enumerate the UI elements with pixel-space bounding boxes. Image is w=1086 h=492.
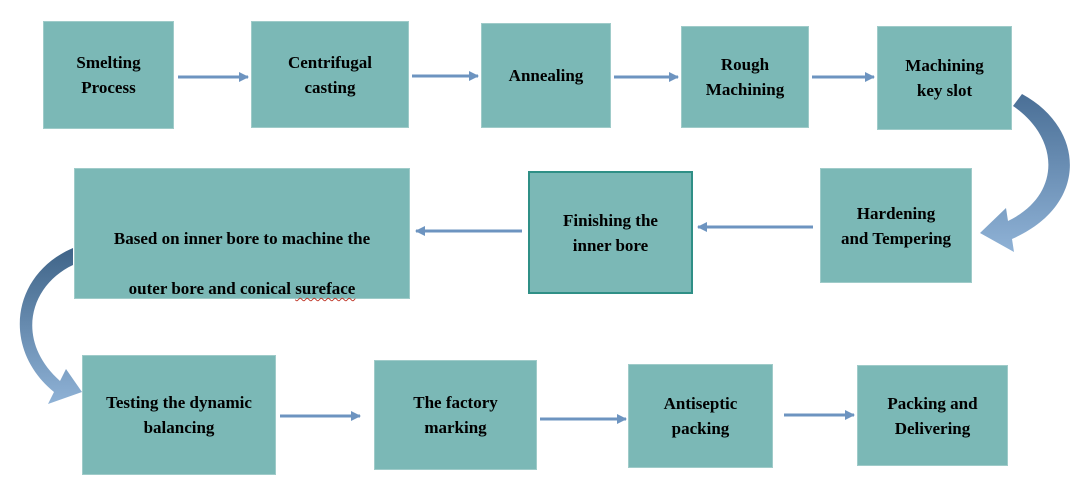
- step-antiseptic-packing-label: Antiseptic packing: [663, 394, 738, 438]
- outer-bore-line-2: outer bore and conical sureface: [114, 276, 370, 301]
- outer-bore-line-2-misspelled-word: sureface: [295, 279, 356, 298]
- step-machining-key-slot-label: Machining key slot: [905, 56, 984, 100]
- step-factory-marking-label: The factory marking: [413, 393, 498, 437]
- step-annealing-label: Annealing: [508, 66, 584, 85]
- step-factory-marking: The factory marking: [374, 360, 537, 470]
- step-centrifugal-casting-label: Centrifugal casting: [287, 52, 373, 97]
- step-finishing-inner-bore-label: Finishing the inner bore: [563, 210, 658, 255]
- step-antiseptic-packing: Antiseptic packing: [628, 364, 773, 468]
- outer-bore-line-2-prefix: outer bore and conical: [128, 279, 296, 298]
- step-packing-delivering: Packing and Delivering: [857, 365, 1008, 466]
- step-smelting-process: Smelting Process: [43, 21, 174, 129]
- step-rough-machining-label: Rough Machining: [705, 55, 785, 99]
- step-hardening-tempering-label: Hardening and Tempering: [840, 203, 952, 248]
- step-hardening-tempering: Hardening and Tempering: [820, 168, 972, 283]
- step-packing-delivering-label: Packing and Delivering: [887, 393, 978, 438]
- step-centrifugal-casting: Centrifugal casting: [251, 21, 409, 128]
- step-rough-machining: Rough Machining: [681, 26, 809, 128]
- step-outer-bore-machining-label: Based on inner bore to machine the outer…: [114, 201, 370, 326]
- curved-arrow-keyslot-to-hardening: [980, 94, 1070, 252]
- step-finishing-inner-bore: Finishing the inner bore: [528, 171, 693, 294]
- step-machining-key-slot: Machining key slot: [877, 26, 1012, 130]
- step-testing-dynamic-balancing: Testing the dynamic balancing: [82, 355, 276, 475]
- step-annealing: Annealing: [481, 23, 611, 128]
- step-testing-dynamic-balancing-label: Testing the dynamic balancing: [106, 393, 252, 437]
- step-outer-bore-machining: Based on inner bore to machine the outer…: [74, 168, 410, 299]
- curved-arrow-outer-to-testing: [19, 248, 82, 404]
- outer-bore-line-1: Based on inner bore to machine the: [113, 229, 371, 248]
- step-smelting-process-label: Smelting Process: [76, 53, 141, 97]
